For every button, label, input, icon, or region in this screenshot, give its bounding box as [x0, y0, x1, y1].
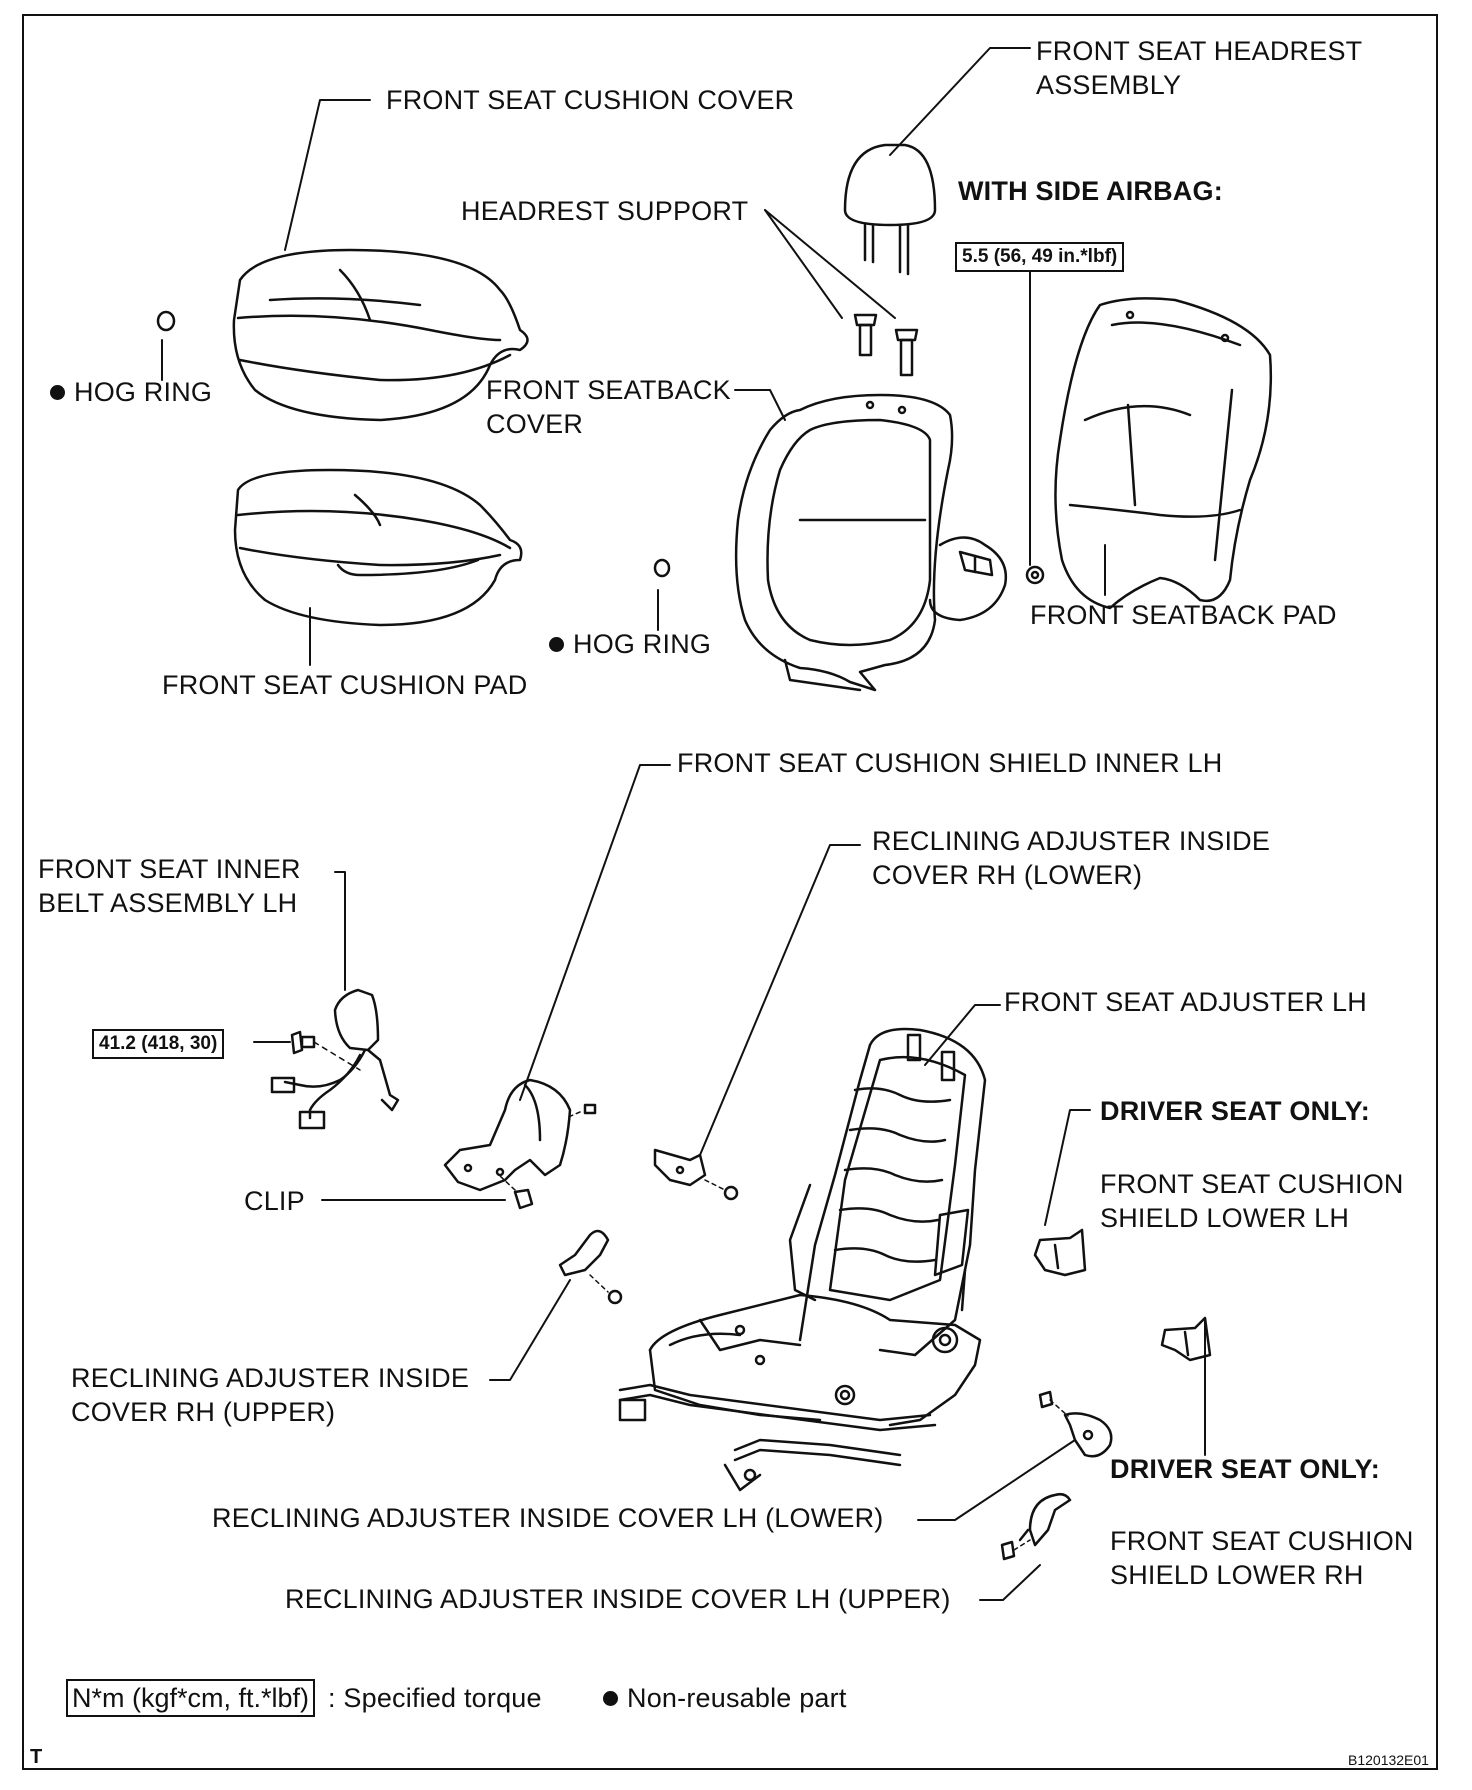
- label-cushion-pad: FRONT SEAT CUSHION PAD: [162, 670, 528, 700]
- non-reusable-dot-icon: [603, 1691, 618, 1706]
- inner-belt-assembly: [270, 988, 400, 1130]
- label-hog-ring-center: HOG RING: [549, 627, 711, 661]
- seatback-cover: [734, 393, 1008, 692]
- corner-mark: T: [30, 1746, 43, 1768]
- label-recl-rh-lower: RECLINING ADJUSTER INSIDE COVER RH (LOWE…: [872, 826, 1271, 890]
- label-inner-belt-lh: FRONT SEAT INNER BELT ASSEMBLY LH: [38, 854, 301, 918]
- seat-cushion-pad: [233, 468, 523, 627]
- label-headrest-support: HEADREST SUPPORT: [461, 196, 749, 226]
- label-seatback-cover: FRONT SEATBACK COVER: [486, 375, 731, 439]
- hog-ring-left: [156, 310, 176, 332]
- diagram-frame: [22, 14, 1438, 1770]
- label-recl-lh-lower: RECLINING ADJUSTER INSIDE COVER LH (LOWE…: [212, 1503, 884, 1533]
- shield-inner-lh: [443, 1078, 597, 1192]
- recl-cover-rh-lower: [653, 1148, 739, 1201]
- label-recl-lh-upper: RECLINING ADJUSTER INSIDE COVER LH (UPPE…: [285, 1584, 951, 1614]
- shield-lower-rh: [1160, 1316, 1212, 1362]
- recl-cover-rh-upper: [558, 1229, 623, 1305]
- label-adjuster-lh: FRONT SEAT ADJUSTER LH: [1004, 987, 1367, 1017]
- legend-torque-description: : Specified torque: [328, 1683, 542, 1713]
- label-cushion-cover: FRONT SEAT CUSHION COVER: [386, 85, 795, 115]
- label-seatback-pad: FRONT SEATBACK PAD: [1030, 600, 1337, 630]
- seat-cushion-cover: [232, 248, 529, 422]
- label-driver-seat-only-2: DRIVER SEAT ONLY:: [1110, 1454, 1380, 1484]
- non-reusable-dot-icon: [549, 637, 564, 652]
- label-shield-lower-rh: FRONT SEAT CUSHION SHIELD LOWER RH: [1110, 1526, 1414, 1590]
- recl-cover-lh-lower: [1038, 1390, 1113, 1458]
- hog-ring-center: [653, 558, 671, 578]
- seat-adjuster-frame: [618, 1027, 987, 1492]
- label-clip: CLIP: [244, 1186, 305, 1216]
- legend-torque-box: N*m (kgf*cm, ft.*lbf): [66, 1679, 316, 1717]
- seatback-pad: [1054, 297, 1273, 610]
- label-with-side-airbag: WITH SIDE AIRBAG:: [958, 176, 1223, 206]
- torque-box-belt-bolt: 41.2 (418, 30): [92, 1029, 225, 1059]
- label-recl-rh-upper: RECLINING ADJUSTER INSIDE COVER RH (UPPE…: [71, 1363, 470, 1427]
- label-driver-seat-only-1: DRIVER SEAT ONLY:: [1100, 1096, 1370, 1126]
- figure-id: B120132E01: [1348, 1752, 1429, 1768]
- headrest-assembly: [843, 143, 937, 276]
- belt-bolt: [290, 1030, 361, 1071]
- label-headrest-assembly: FRONT SEAT HEADREST ASSEMBLY: [1036, 36, 1363, 100]
- label-hog-ring-left: HOG RING: [50, 375, 212, 409]
- clip: [499, 1175, 534, 1210]
- recl-cover-lh-upper: [1000, 1492, 1072, 1561]
- leader-lines: [161, 47, 1206, 1601]
- headrest-supports: [853, 313, 919, 377]
- label-shield-lower-lh: FRONT SEAT CUSHION SHIELD LOWER LH: [1100, 1169, 1404, 1233]
- shield-lower-lh: [1033, 1228, 1087, 1277]
- seatback-nut: [1025, 565, 1045, 585]
- non-reusable-dot-icon: [50, 385, 65, 400]
- torque-box-seatback-nut: 5.5 (56, 49 in.*lbf): [955, 242, 1125, 272]
- legend-non-reusable: Non-reusable part: [603, 1681, 847, 1715]
- label-shield-inner-lh: FRONT SEAT CUSHION SHIELD INNER LH: [677, 748, 1223, 778]
